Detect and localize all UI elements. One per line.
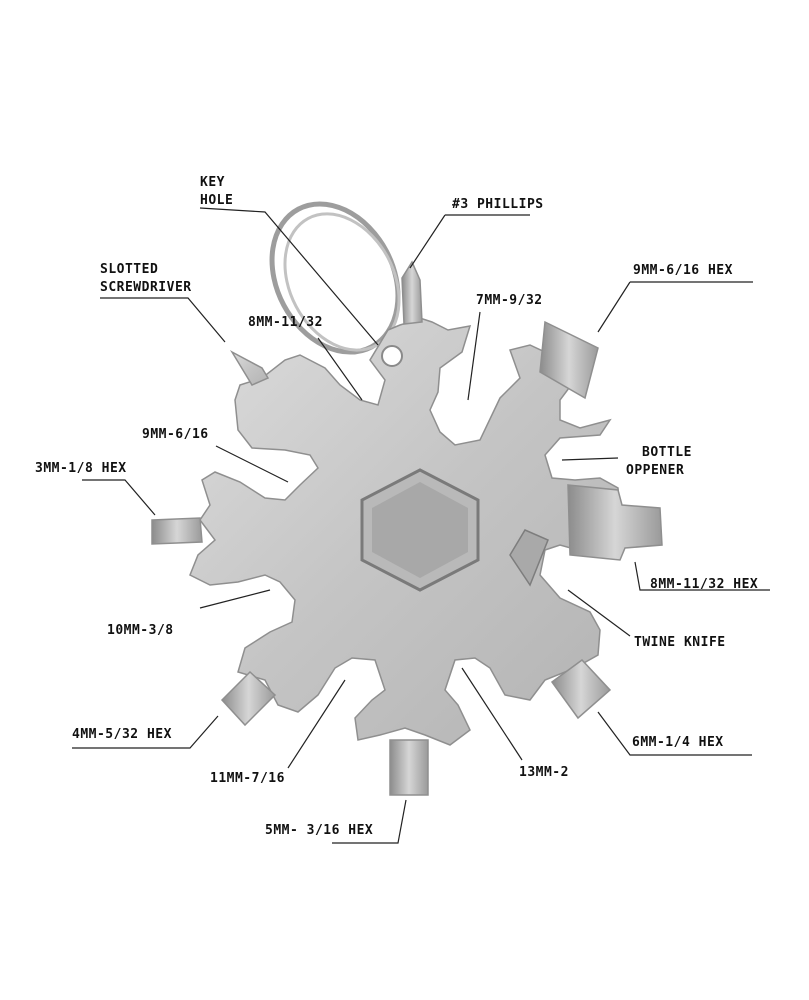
label-9mm-6-16-hex: 9MM-6/16 HEX [633, 263, 733, 278]
leader-6mm-hex [597, 711, 752, 756]
leader-11mm [287, 679, 346, 769]
leader-5mm-hex [332, 799, 407, 844]
label-bottle-line2: OPPENER [626, 463, 685, 478]
label-slotted-line2: SCREWDRIVER [100, 280, 192, 295]
label-8mm-11-32-hex: 8MM-11/32 HEX [650, 577, 759, 592]
leader-9mm-hex [597, 281, 753, 333]
label-11mm-7-16: 11MM-7/16 [210, 771, 285, 786]
leader-8mm-11-32 [317, 337, 363, 401]
leader-4mm-hex [72, 715, 219, 749]
label-13mm-2: 13MM-2 [519, 765, 569, 780]
leader-8mm-11-32-hex [634, 561, 770, 591]
key-ring [269, 201, 401, 355]
label-key-hole-line2: HOLE [200, 193, 234, 208]
label-twine-knife: TWINE KNIFE [634, 635, 726, 650]
label-7mm-9-32: 7MM-9/32 [476, 293, 543, 308]
leader-lines [72, 207, 770, 844]
label-bottle-line1: BOTTLE [642, 445, 692, 460]
leader-bottle [561, 457, 619, 461]
label-4mm-5-32-hex: 4MM-5/32 HEX [72, 727, 172, 742]
leader-phillips [409, 214, 530, 269]
label-3mm-1-8-hex: 3MM-1/8 HEX [35, 461, 127, 476]
leader-7mm-9-32 [467, 311, 481, 401]
label-5mm-3-16-hex: 5MM- 3/16 HEX [265, 823, 374, 838]
leader-3mm-hex [82, 479, 156, 516]
label-phillips: #3 PHILLIPS [452, 197, 544, 212]
label-8mm-11-32: 8MM-11/32 [248, 315, 323, 330]
snowflake-multitool [151, 260, 663, 796]
leader-13mm [461, 667, 523, 761]
leader-slotted [100, 297, 226, 343]
leader-9mm-6-16 [215, 445, 289, 483]
label-slotted-line1: SLOTTED [100, 262, 159, 277]
label-6mm-1-4-hex: 6MM-1/4 HEX [632, 735, 724, 750]
label-9mm-6-16: 9MM-6/16 [142, 427, 209, 442]
label-10mm-3-8: 10MM-3/8 [107, 623, 174, 638]
label-key-hole-line1: KEY [200, 175, 225, 190]
leader-10mm [199, 589, 271, 609]
leader-twine [567, 589, 631, 637]
leader-key-hole [199, 207, 379, 346]
